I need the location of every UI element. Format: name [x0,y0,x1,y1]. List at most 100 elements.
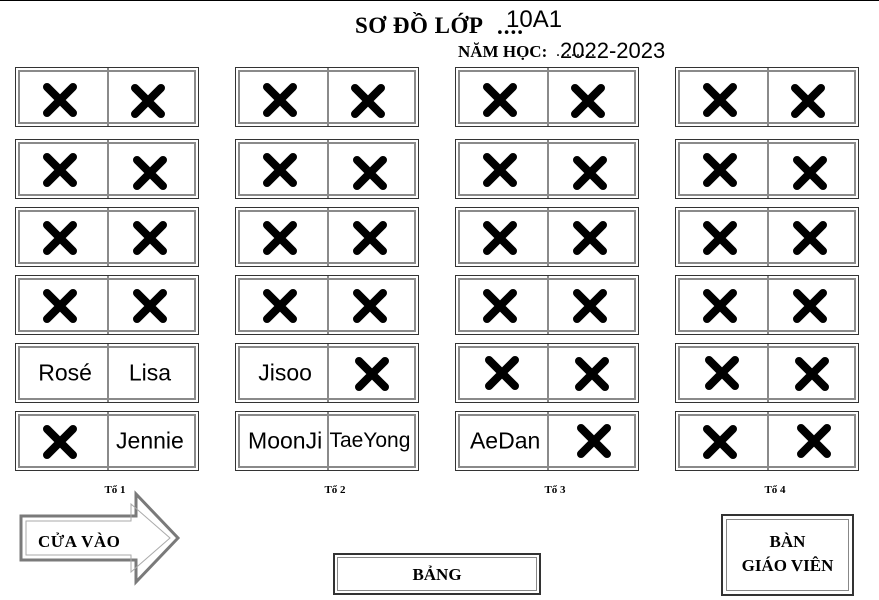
desk [675,139,859,199]
x-icon [792,221,827,255]
desk [235,67,419,127]
seat-left [236,208,327,266]
desk: AeDan [455,411,639,471]
seat-left [456,344,547,402]
seat-right: Lisa [107,344,198,402]
desk [675,67,859,127]
x-icon [42,289,77,323]
seat-left [456,208,547,266]
desk [675,275,859,335]
x-icon [42,83,77,117]
x-icon [702,425,737,459]
seat-left [16,208,107,266]
x-icon [570,84,605,118]
seat-right [767,412,858,470]
seat-right [327,140,418,198]
x-icon [352,156,387,190]
seat-right [107,276,198,334]
desk [15,207,199,267]
entrance-label: CỬA VÀO [38,532,121,551]
student-name: Jisoo [258,359,312,386]
x-icon [482,221,517,255]
seat-right [547,140,638,198]
blackboard: BẢNG [333,553,541,595]
seat-right [327,68,418,126]
student-name: Lisa [128,359,172,386]
seat-left [16,68,107,126]
desk [675,207,859,267]
seat-right [547,208,638,266]
x-icon [574,357,609,391]
seat-left: MoonJi [236,412,327,470]
seat-right [327,344,418,402]
seat-right [547,344,638,402]
page-title: SƠ ĐỒ LỚP [355,13,484,38]
x-icon [42,153,77,187]
x-icon [262,153,297,187]
group-label: Tổ 4 [764,484,786,496]
x-icon [482,83,517,117]
seat-left [236,68,327,126]
x-icon [132,289,167,323]
class-name: 10A1 [506,6,563,33]
desk [675,411,859,471]
student-name: MoonJi [248,427,323,454]
seat-right [107,208,198,266]
seat-right: Jennie [107,412,198,470]
desk [15,67,199,127]
seat-left [16,412,107,470]
seat-left [676,140,767,198]
seat-left [456,68,547,126]
x-icon [572,289,607,323]
seat-left [456,140,547,198]
seat-left [236,140,327,198]
student-name: Jennie [116,427,184,454]
seat-right [767,140,858,198]
group-label: Tổ 2 [324,484,346,496]
x-icon [704,356,739,390]
x-icon [484,356,519,390]
desk [455,207,639,267]
teacher-desk: BÀN GIÁO VIÊN [721,514,854,596]
seat-left [16,276,107,334]
x-icon [354,357,389,391]
seat-left [676,208,767,266]
x-icon [262,221,297,255]
seat-left: Jisoo [236,344,327,402]
desk: Jisoo [235,343,419,403]
x-icon [702,221,737,255]
seat-left [236,276,327,334]
x-icon [262,83,297,117]
x-icon [132,221,167,255]
desk [15,275,199,335]
x-icon [482,153,517,187]
title-dots: .... [497,14,524,39]
x-icon [352,221,387,255]
x-icon [702,153,737,187]
seat-right [767,344,858,402]
x-icon [794,357,829,391]
x-icon [702,83,737,117]
desk [675,343,859,403]
top-border-line [0,0,879,1]
student-name: Rosé [38,359,92,386]
teacher-desk-line1: BÀN [769,532,806,551]
desk [235,207,419,267]
desk [455,275,639,335]
seat-right [767,276,858,334]
x-icon [790,84,825,118]
seat-right [547,68,638,126]
seat-right [327,276,418,334]
desk [235,275,419,335]
desk [235,139,419,199]
seat-left [676,412,767,470]
seat-left [456,276,547,334]
seat-right [547,412,638,470]
x-icon [702,289,737,323]
desk: Jennie [15,411,199,471]
x-icon [132,156,167,190]
seat-right [107,68,198,126]
seat-right: TaeYong [327,412,418,470]
x-icon [576,424,611,458]
